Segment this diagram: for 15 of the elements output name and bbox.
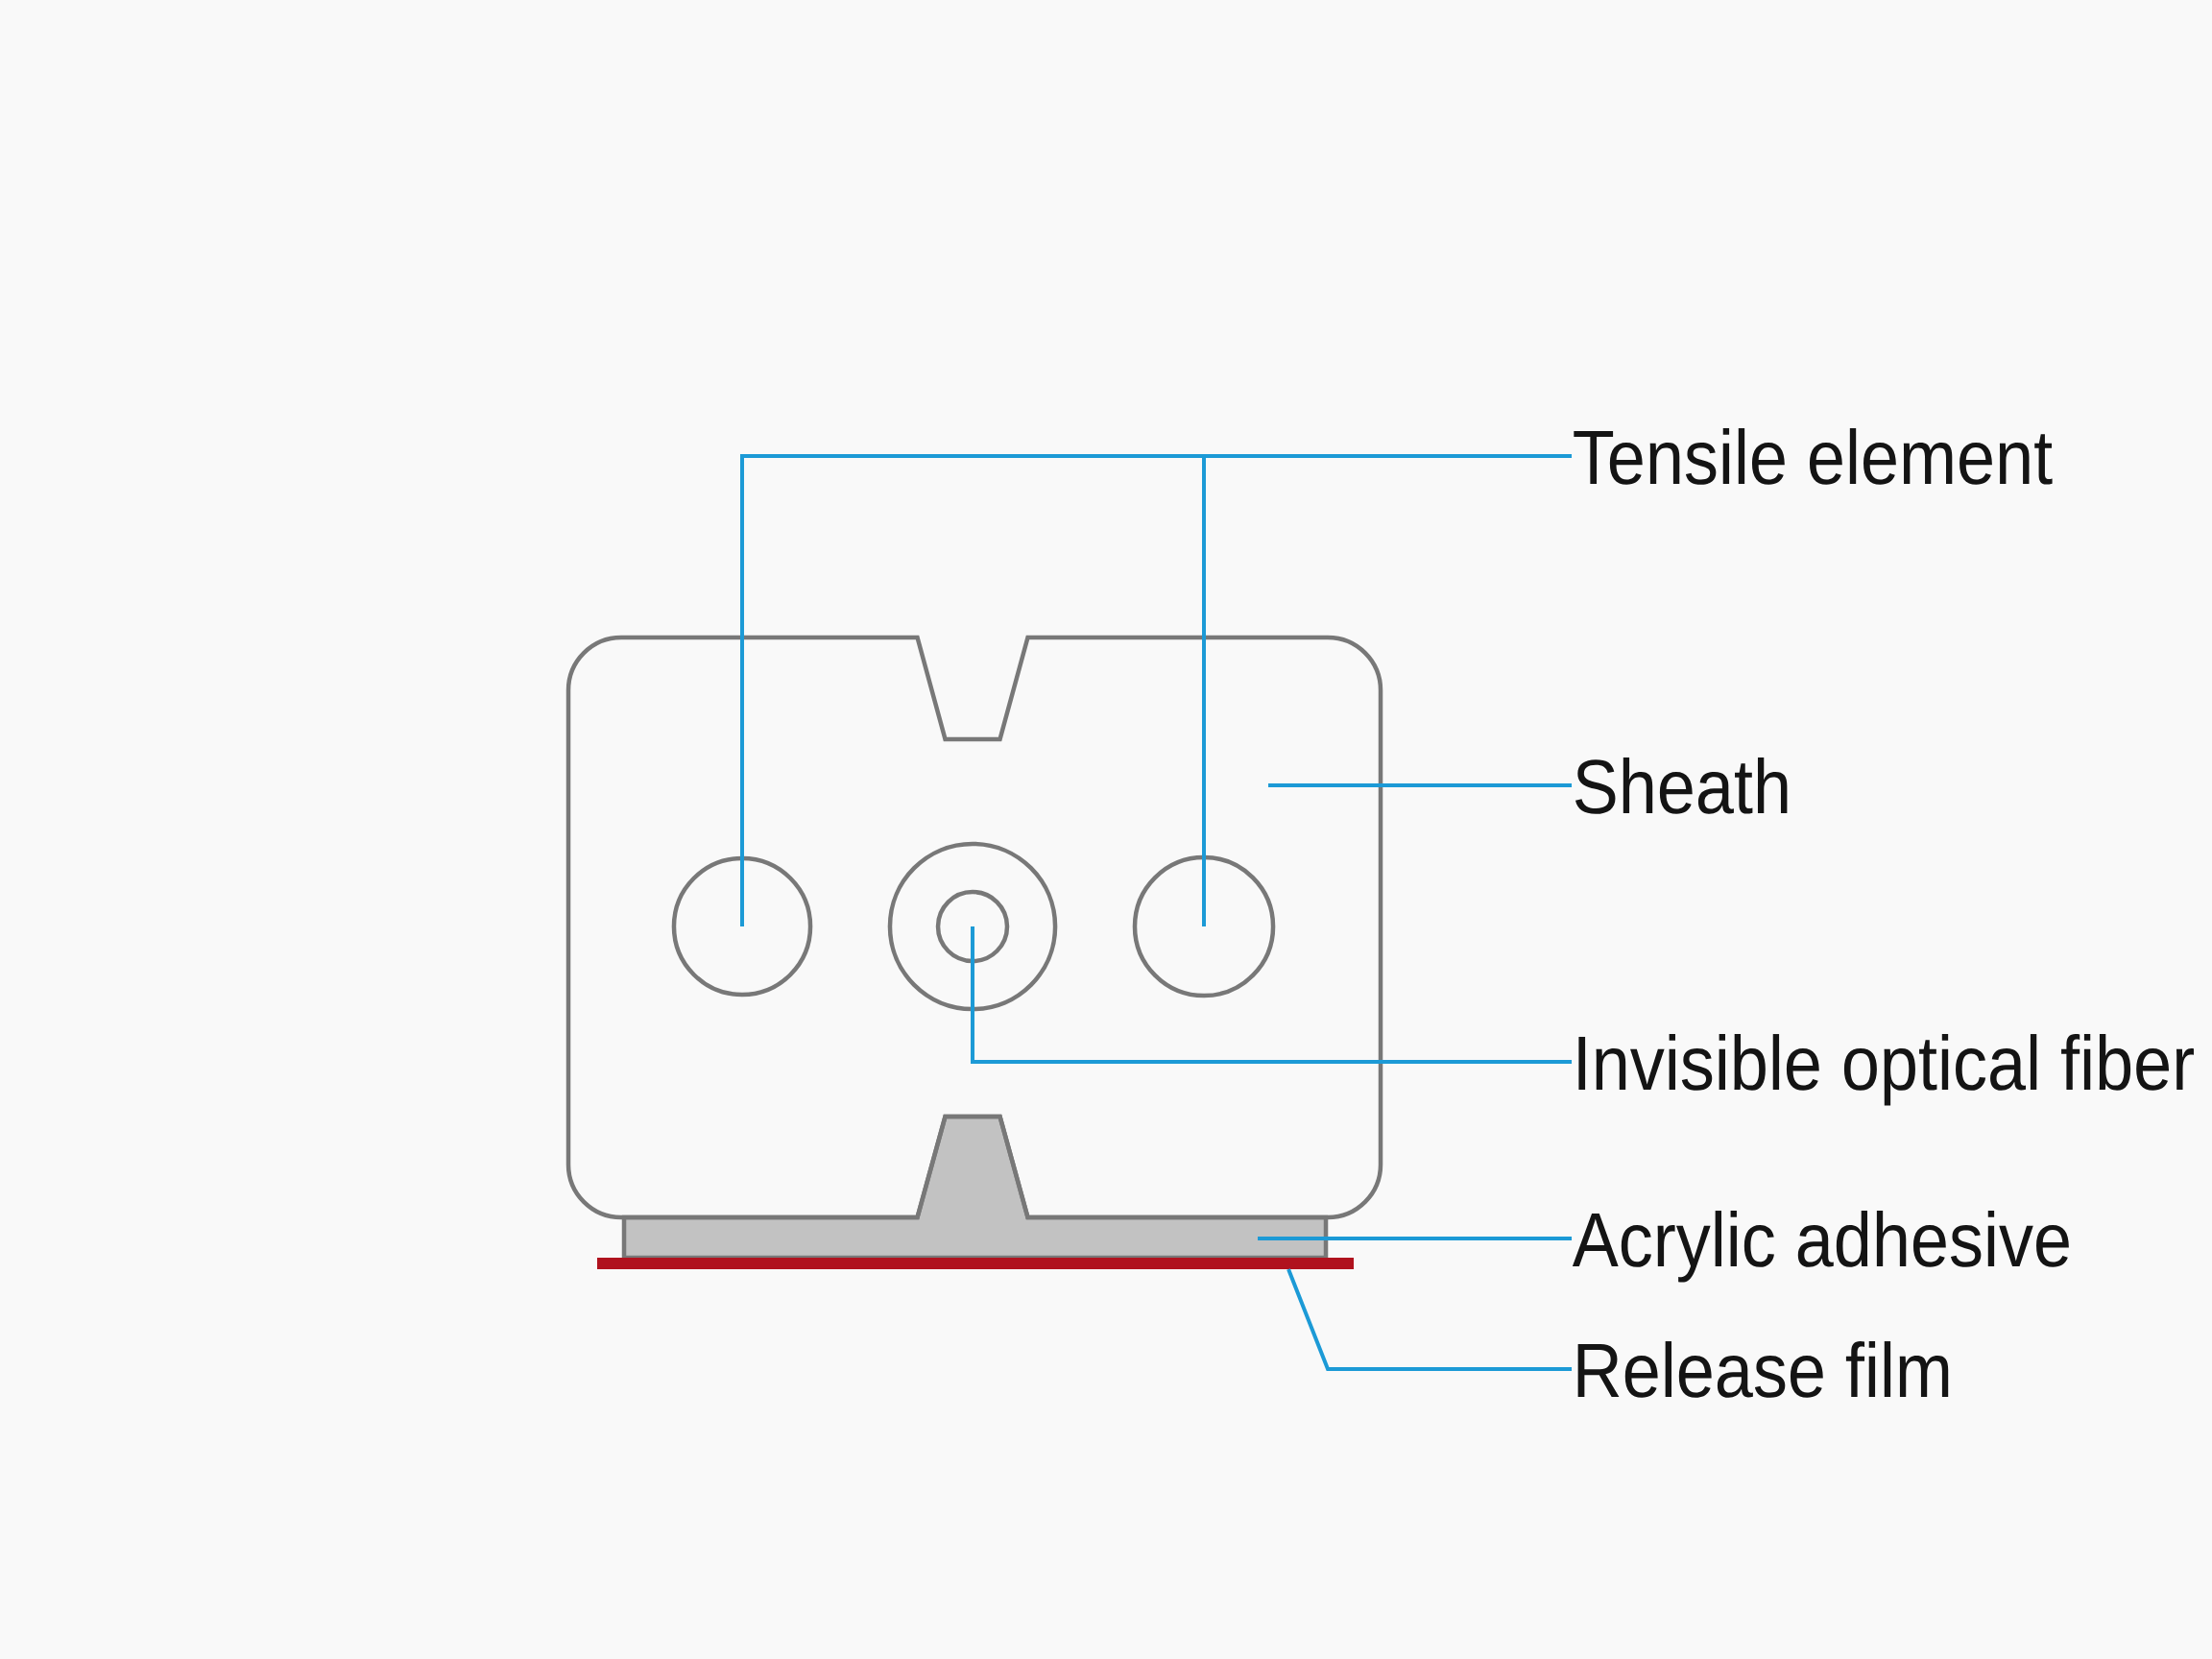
sheath-outline — [565, 635, 1383, 1220]
leader-line — [1258, 1237, 1573, 1240]
leader-line — [1268, 783, 1573, 787]
leader-line — [1286, 1268, 1573, 1371]
optical-fiber-circle — [887, 841, 1058, 1012]
part-label: Sheath — [1575, 757, 1788, 814]
part-label: Invisible optical fiber — [1578, 1034, 2194, 1106]
leader-line — [740, 454, 1575, 928]
part-label: Tensile element — [1574, 428, 2053, 485]
tensile-element-circle — [1132, 854, 1276, 998]
release-film — [597, 1258, 1354, 1269]
part-label: Acrylic adhesive — [1572, 1211, 2069, 1283]
part-label: Release film — [1577, 1341, 1949, 1398]
leader-line — [971, 926, 1573, 1064]
tensile-element-circle — [671, 855, 813, 998]
